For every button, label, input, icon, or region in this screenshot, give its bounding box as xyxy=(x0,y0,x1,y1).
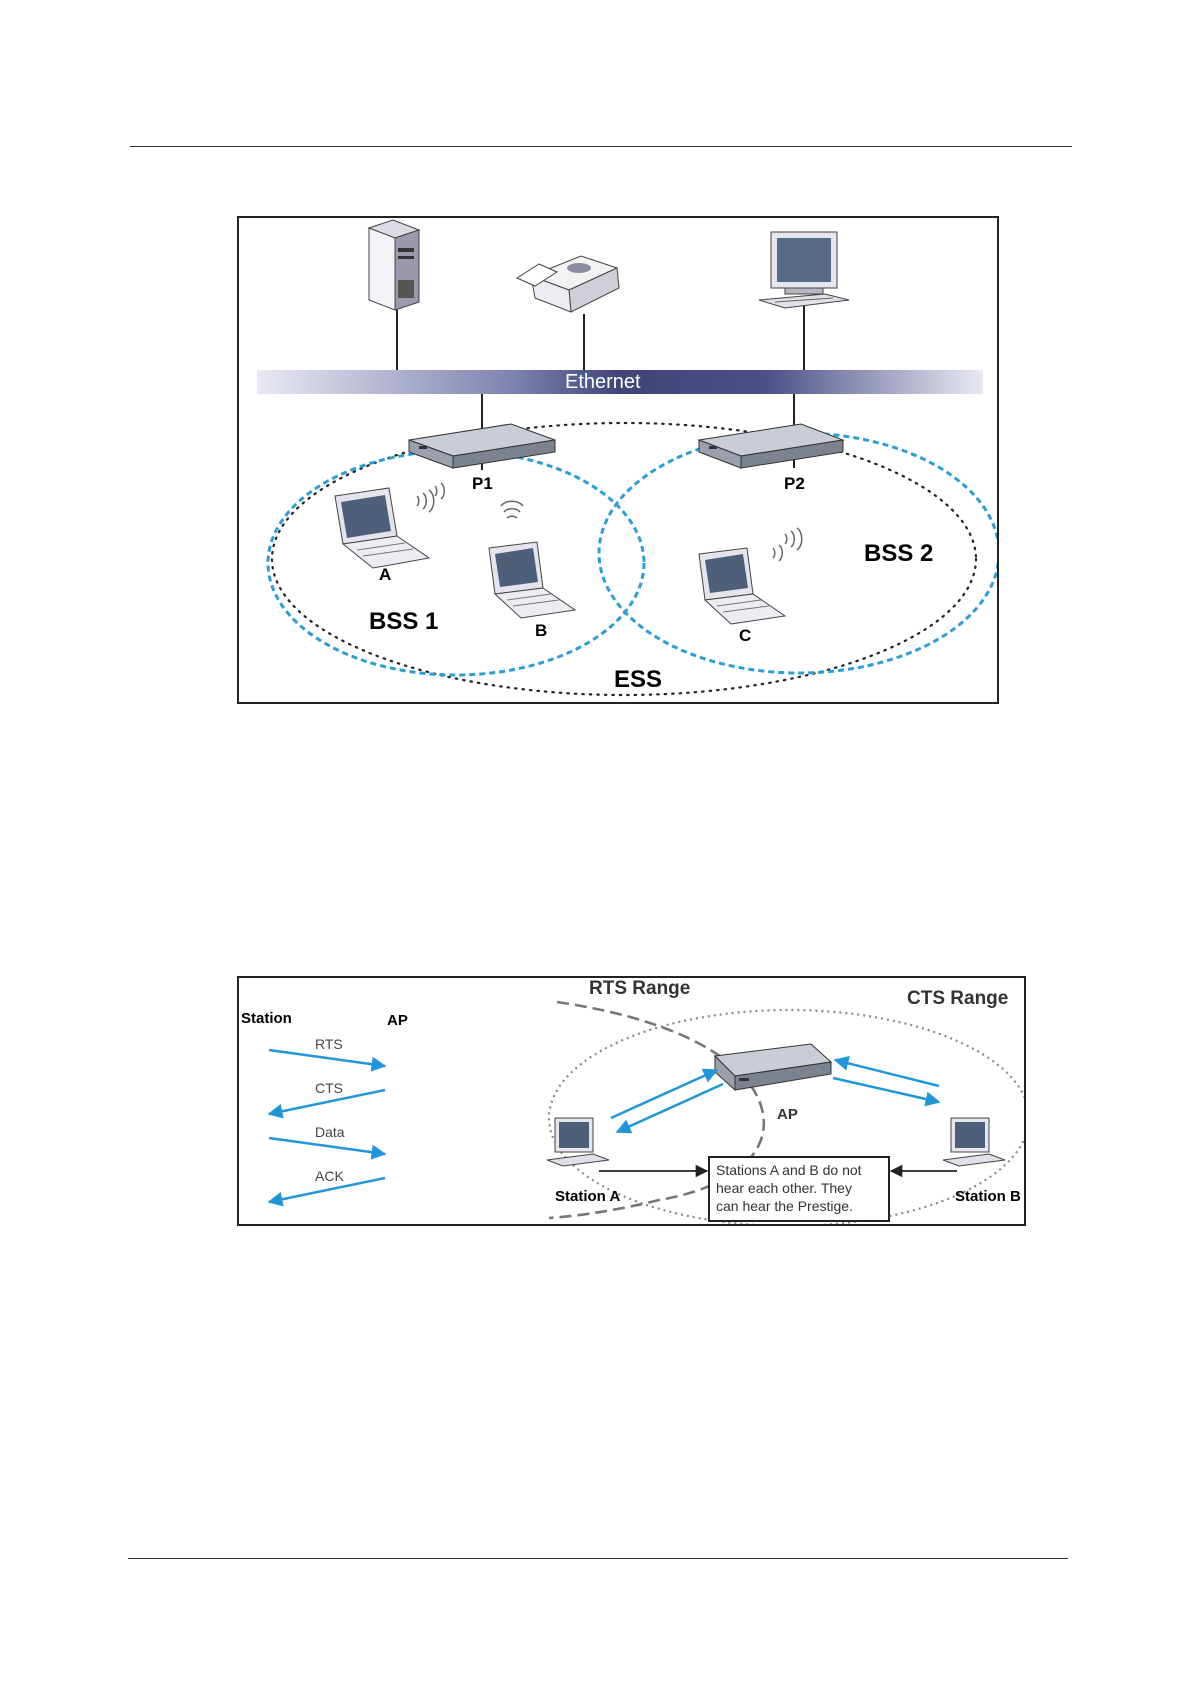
ack-message-label: ACK xyxy=(315,1168,344,1184)
cts-arrow xyxy=(267,1088,386,1119)
rts-message-label: RTS xyxy=(315,1036,343,1052)
ess-label: ESS xyxy=(614,666,663,693)
note-line-1: Stations A and B do not xyxy=(716,1162,862,1178)
rts-arrow xyxy=(268,1048,387,1072)
station-header: Station xyxy=(241,1010,292,1027)
bss1-boundary xyxy=(266,449,646,677)
bss2-boundary xyxy=(597,431,997,675)
cts-message-label: CTS xyxy=(315,1080,343,1096)
station-a-computer-icon xyxy=(546,1117,610,1167)
printer-icon xyxy=(515,255,620,313)
station-b-computer-icon xyxy=(942,1117,1006,1167)
ess-bss-drawing xyxy=(257,219,997,697)
wireless-signal-icon xyxy=(416,482,803,562)
data-message-label: Data xyxy=(315,1124,345,1140)
rts-range-boundary xyxy=(548,1000,766,1220)
ap-device-icon xyxy=(713,1043,833,1092)
client-label-a: A xyxy=(379,565,392,584)
header-rule xyxy=(130,146,1072,147)
station-b-label: Station B xyxy=(955,1188,1021,1205)
rts-range-label: RTS Range xyxy=(589,978,691,999)
laptop-b-icon xyxy=(488,541,577,619)
ap-header: AP xyxy=(387,1012,408,1029)
bss1-label: BSS 1 xyxy=(369,608,439,635)
desktop-computer-icon xyxy=(758,231,850,309)
ess-boundary xyxy=(270,421,978,697)
access-point-p2-icon xyxy=(697,423,845,469)
laptop-a-icon xyxy=(334,487,431,569)
client-label-b: B xyxy=(535,621,548,640)
data-arrow xyxy=(268,1136,387,1160)
ethernet-label: Ethernet xyxy=(565,371,641,393)
station-a-ap-arrows xyxy=(610,1068,724,1134)
message-arrows xyxy=(267,1048,387,1207)
ack-arrow xyxy=(267,1176,386,1207)
ethernet-backbone xyxy=(257,370,983,394)
cts-range-label: CTS Range xyxy=(907,988,1009,1009)
bss2-label: BSS 2 xyxy=(864,540,934,567)
station-b-ap-arrows xyxy=(832,1055,941,1107)
server-icon xyxy=(367,219,421,311)
ap-label-p2: P2 xyxy=(784,474,805,493)
rts-cts-drawing xyxy=(267,1000,1024,1224)
hidden-station-note: Stations A and B do not hear each other.… xyxy=(708,1156,890,1222)
footer-rule xyxy=(128,1558,1068,1559)
note-line-3: can hear the Prestige. xyxy=(716,1198,853,1214)
access-point-p1-icon xyxy=(408,423,556,469)
note-line-2: hear each other. They xyxy=(716,1180,852,1196)
ess-bss-diagram: Ethernet P1 P2 A B C BSS 1 BSS 2 ESS xyxy=(237,216,999,704)
station-a-label: Station A xyxy=(555,1188,621,1205)
laptop-c-icon xyxy=(698,547,787,625)
rts-cts-diagram: Station AP RTS CTS Data ACK RTS Range CT… xyxy=(237,976,1026,1226)
client-label-c: C xyxy=(739,626,752,645)
ap-label-p1: P1 xyxy=(472,474,493,493)
ap-device-label: AP xyxy=(777,1106,798,1123)
